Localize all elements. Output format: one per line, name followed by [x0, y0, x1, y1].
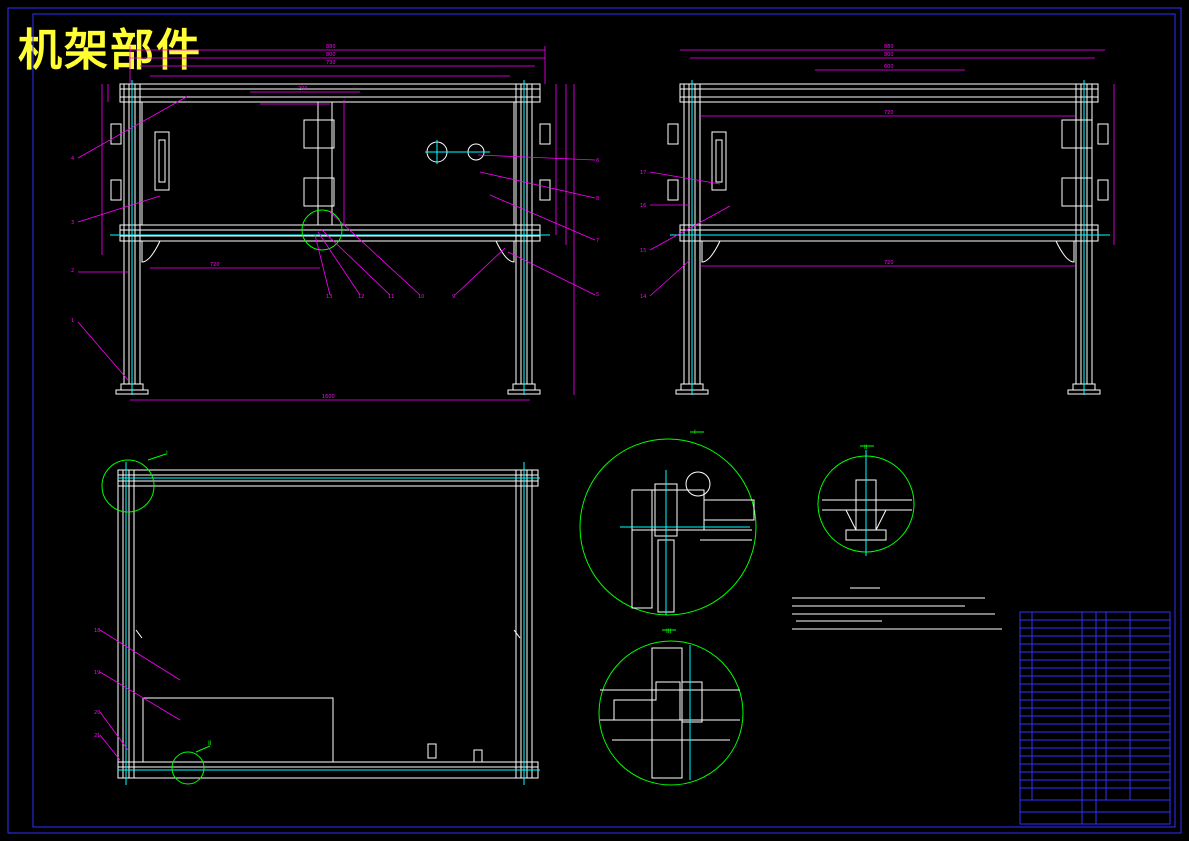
side-dim-800: 800 [884, 52, 894, 58]
callout-8: 8 [596, 196, 599, 202]
detail-view-I: I [579, 429, 757, 616]
dim-800: 800 [326, 52, 336, 58]
detail-view-III: III [598, 628, 744, 786]
dim-200: 200 [298, 86, 308, 92]
callout-19: 19 [94, 670, 100, 676]
callout-3: 3 [71, 220, 74, 226]
side-dim-600: 600 [884, 64, 894, 70]
callout-10: 10 [418, 294, 424, 300]
callout-11: 11 [388, 294, 394, 300]
technical-notes [792, 587, 1002, 630]
callout-4: 4 [71, 156, 74, 162]
detail-label-II: II [864, 444, 868, 451]
top-view: I II 18 19 20 21 [94, 450, 540, 785]
callout-17: 17 [640, 170, 646, 176]
top-detail-label-I: I [166, 450, 168, 457]
detail-label-I: I [694, 429, 696, 436]
callout-7: 7 [596, 238, 599, 244]
side-dim-720a: 720 [884, 110, 894, 116]
title-block [1019, 611, 1171, 825]
callout-16: 16 [640, 203, 646, 209]
dim-1600: 1600 [322, 394, 335, 400]
front-view: 1 2 3 4 5 6 7 8 9 10 11 12 13 880 800 73… [71, 44, 599, 401]
callout-1: 1 [71, 318, 74, 324]
dim-720: 720 [210, 262, 220, 268]
callout-12: 12 [358, 294, 364, 300]
dim-730: 730 [326, 60, 336, 66]
callout-13: 13 [326, 294, 332, 300]
callout-20: 20 [94, 710, 100, 716]
inner-border [32, 13, 1176, 828]
side-dim-720b: 720 [884, 260, 894, 266]
outer-border [7, 7, 1182, 834]
detail-view-II: II [817, 444, 915, 556]
side-dim-880: 880 [884, 44, 894, 50]
callout-14: 14 [640, 294, 646, 300]
drawing-title: 机架部件 [18, 25, 202, 76]
callout-9: 9 [452, 294, 455, 300]
callout-18: 18 [94, 628, 100, 634]
detail-label-III: III [666, 628, 672, 635]
callout-21: 21 [94, 733, 100, 739]
dim-880: 880 [326, 44, 336, 50]
callout-2: 2 [71, 268, 74, 274]
callout-5: 5 [596, 292, 599, 298]
callout-15: 15 [640, 248, 646, 254]
callout-6: 6 [596, 158, 599, 164]
top-detail-label-II: II [208, 740, 212, 747]
title-block-rows [1020, 619, 1170, 781]
side-view: 14 15 16 17 880 800 600 720 720 [640, 44, 1115, 395]
